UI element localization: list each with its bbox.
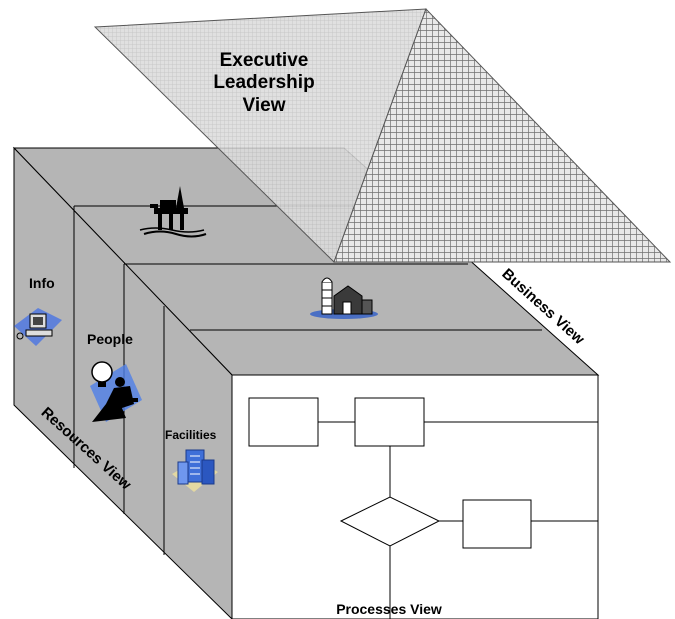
oil-rig-icon <box>139 186 207 238</box>
pyramid-dark-face <box>333 8 672 263</box>
processes-view-label: Processes View <box>336 601 442 617</box>
executive-title-line-1: Executive <box>220 50 309 71</box>
executive-title-line-3: View <box>243 95 286 116</box>
people-label: People <box>87 331 133 347</box>
computer-icon <box>14 308 62 346</box>
info-label: Info <box>29 275 55 291</box>
process-box-3 <box>462 499 532 549</box>
facilities-label: Facilities <box>165 428 217 442</box>
executive-title-line-2: Leadership <box>213 72 314 93</box>
process-box-2 <box>354 397 425 447</box>
farm-silo-icon <box>310 277 378 319</box>
office-building-icon <box>172 449 218 492</box>
person-idea-icon <box>90 361 142 422</box>
process-box-1 <box>248 397 319 447</box>
